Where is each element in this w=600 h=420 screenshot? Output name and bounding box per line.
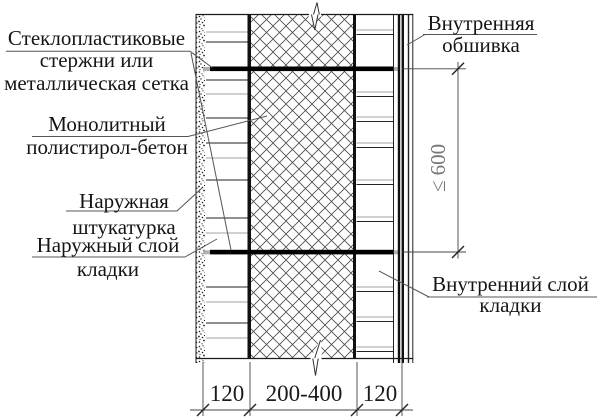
core-boundary-left — [247, 14, 251, 359]
label-line: металлическая сетка — [4, 70, 189, 95]
label-external-plaster: Наружная штукатурка — [49, 188, 199, 240]
label-line: стержни или — [39, 48, 154, 73]
dimension-core-width: 200-400 — [265, 381, 343, 406]
dimension-bar-spacing: ≤ 600 — [426, 143, 450, 193]
dimension-outer-masonry-width: 120 — [209, 381, 245, 406]
vertical-dimension — [402, 62, 466, 259]
label-line: Наружная — [79, 189, 169, 213]
label-underlines — [6, 34, 597, 298]
break-mark-bottom — [312, 339, 321, 376]
label-line: Наружный слой — [36, 233, 180, 257]
label-line: Внутренний слой — [432, 272, 589, 296]
label-line: кладки — [76, 257, 140, 281]
label-line: обшивка — [442, 33, 520, 57]
label-line: Стеклопластиковые — [7, 26, 186, 50]
label-line: штукатурка — [72, 215, 176, 239]
label-line: кладки — [479, 292, 542, 317]
label-fiberglass-rods: Стеклопластиковые стержни или металличес… — [0, 26, 193, 95]
inner-sheathing-lines — [393, 14, 414, 363]
reinforcement-bar-bottom — [203, 249, 400, 255]
inner-masonry-joints — [356, 29, 393, 352]
label-line: полистирол-бетон — [26, 135, 188, 159]
label-internal-sheathing: Внутренняя обшивка — [420, 12, 542, 56]
insulation-core-hatch — [251, 14, 353, 359]
label-external-masonry-layer: Наружный слой кладки — [18, 233, 198, 281]
bottom-dimension — [190, 362, 413, 417]
label-internal-masonry-layer: Внутренний слой кладки — [420, 274, 600, 315]
label-monolithic-polystyrene-concrete: Монолитный полистирол-бетон — [14, 113, 200, 159]
core-boundary-right — [353, 14, 356, 359]
label-line: Монолитный — [48, 112, 166, 136]
wall-edges — [196, 13, 414, 360]
label-line: Внутренняя — [427, 11, 535, 35]
outer-masonry-joints — [206, 31, 248, 339]
leader-lines — [176, 34, 430, 298]
dimension-inner-masonry-width: 120 — [362, 381, 398, 406]
break-mark-top — [311, 2, 320, 31]
reinforcement-bar-top — [203, 66, 400, 72]
